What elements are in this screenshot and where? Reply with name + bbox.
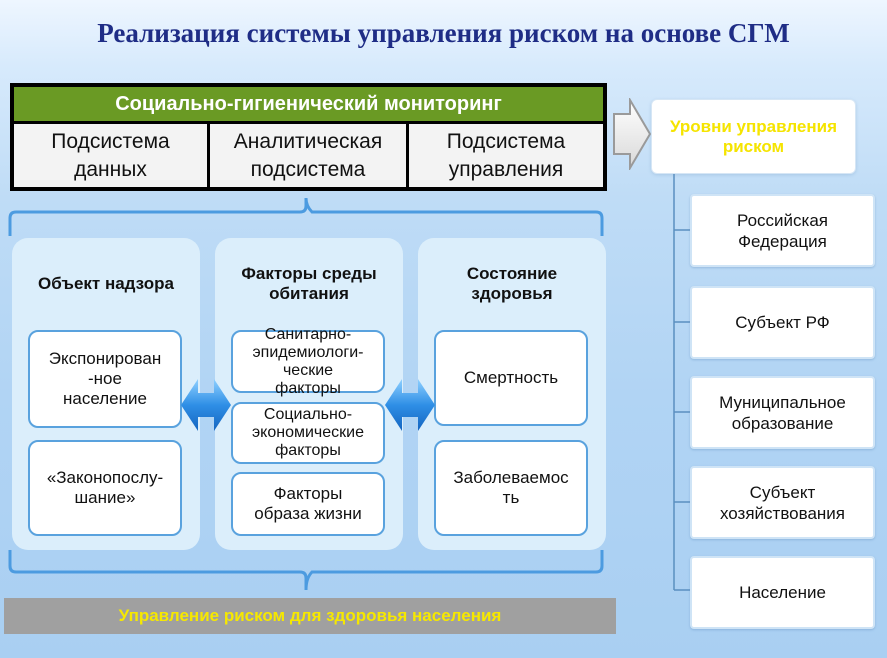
item-law-abiding: «Законопослу-шание» (28, 440, 182, 536)
level-line1: Субъект РФ (735, 313, 830, 332)
item-line: население (63, 389, 147, 408)
level-line1: Российская (736, 210, 828, 230)
subsystem-management: Подсистема управления (409, 124, 603, 187)
item-line: факторы (275, 442, 341, 459)
item-line: Социально- (263, 406, 353, 423)
level-line2: образование (731, 413, 834, 433)
levels-connector (673, 174, 690, 591)
column-title: Объект надзора (12, 274, 200, 294)
column-title: Состояние здоровья (418, 264, 606, 304)
risk-levels-title-line1: Уровни управления (669, 116, 838, 136)
level-population: Население (690, 556, 875, 629)
level-line1: Муниципальное (719, 392, 846, 412)
column-environment-factors: Факторы среды обитания Санитарно-эпидеми… (215, 238, 403, 550)
subsystem-data-line1: Подсистема (51, 129, 170, 153)
subsystem-data: Подсистема данных (14, 124, 207, 187)
double-arrow-icon (385, 379, 435, 431)
level-rf-subject: Субъект РФ (690, 286, 875, 359)
monitoring-header: Социально-гигиенический мониторинг (14, 87, 603, 121)
level-line1: Население (739, 583, 826, 602)
column-title-line2: здоровья (471, 284, 553, 303)
item-line: ческие (282, 361, 334, 379)
column-health-state: Состояние здоровья Смертность Заболеваем… (418, 238, 606, 550)
column-title: Факторы среды обитания (215, 264, 403, 304)
item-line: Смертность (463, 368, 559, 387)
item-line: образа жизни (254, 504, 362, 523)
level-line1: Субъект (749, 482, 816, 502)
item-line: факторы (275, 379, 341, 397)
top-bracket (8, 197, 604, 236)
level-line2: Федерация (738, 231, 827, 251)
subsystem-management-line1: Подсистема (446, 129, 566, 153)
item-mortality: Смертность (434, 330, 588, 426)
right-arrow-icon (613, 98, 652, 170)
item-line: Санитарно- (264, 325, 352, 343)
column-title-line2: обитания (269, 284, 349, 303)
subsystem-analytic: Аналитическая подсистема (210, 124, 406, 187)
risk-management-bar: Управление риском для здоровья населения (4, 598, 616, 634)
subsystem-analytic-line1: Аналитическая (233, 129, 383, 153)
column-title-line1: Факторы среды (241, 264, 377, 283)
item-line: Заболеваемос (453, 468, 569, 487)
risk-levels-title-line2: риском (722, 136, 785, 156)
item-line: -ное (88, 369, 122, 388)
subsystem-management-line2: управления (448, 157, 564, 181)
item-line: экономические (252, 424, 364, 441)
item-line: Факторы (273, 484, 343, 503)
item-line: эпидемиологи- (252, 343, 364, 361)
item-line: шание» (74, 488, 136, 507)
item-line: «Законопослу- (46, 468, 164, 487)
subsystem-analytic-line2: подсистема (250, 157, 366, 181)
item-line: Экспонирован (48, 349, 162, 368)
column-title-line1: Объект надзора (38, 274, 174, 293)
level-line2: хозяйствования (719, 503, 846, 523)
subsystem-data-line2: данных (74, 157, 147, 181)
page-title: Реализация системы управления риском на … (97, 18, 790, 48)
bottom-bracket (8, 550, 604, 591)
double-arrow-icon (181, 379, 231, 431)
column-title-line1: Состояние (466, 264, 558, 283)
item-line: ть (502, 488, 520, 507)
